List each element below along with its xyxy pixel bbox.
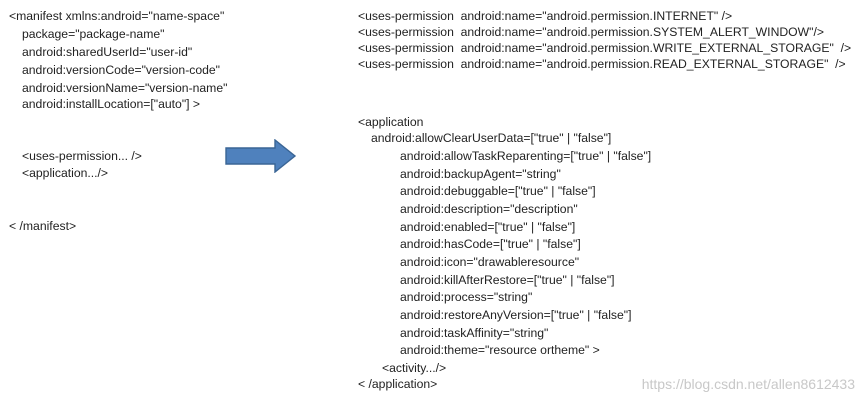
application-attribute: android:backupAgent="string" [400, 167, 561, 181]
manifest-attribute: package="package-name" [22, 27, 165, 41]
application-attribute: android:icon="drawableresource" [400, 255, 580, 269]
manifest-attribute: android:installLocation=["auto"] > [22, 97, 201, 111]
application-attribute: android:description="description" [400, 202, 578, 216]
application-open-tag: <application [358, 115, 424, 129]
application-close-tag: < /application> [358, 377, 438, 391]
manifest-close-tag: < /manifest> [9, 219, 77, 233]
manifest-attribute: android:sharedUserId="user-id" [22, 45, 193, 59]
permission-line: <uses-permission android:name="android.p… [358, 41, 852, 55]
permission-line: <uses-permission android:name="android.p… [358, 57, 846, 71]
application-attribute: android:allowTaskReparenting=["true" | "… [400, 149, 652, 163]
application-attribute: android:restoreAnyVersion=["true" | "fal… [400, 308, 632, 322]
application-attribute: android:killAfterRestore=["true" | "fals… [400, 273, 615, 287]
manifest-attribute: android:versionName="version-name" [22, 81, 228, 95]
right-arrow-icon [225, 139, 297, 173]
application-attribute: android:allowClearUserData=["true" | "fa… [371, 131, 612, 145]
application-attribute: android:debuggable=["true" | "false"] [400, 184, 596, 198]
permission-line: <uses-permission android:name="android.p… [358, 9, 733, 23]
application-attribute: android:theme="resource ortheme" > [400, 343, 600, 357]
manifest-open-tag: <manifest xmlns:android="name-space" [9, 9, 225, 23]
application-child: <application.../> [22, 166, 109, 180]
application-attribute: android:enabled=["true" | "false"] [400, 220, 576, 234]
application-attribute: android:hasCode=["true" | "false"] [400, 237, 581, 251]
manifest-attribute: android:versionCode="version-code" [22, 63, 221, 77]
watermark: https://blog.csdn.net/allen8612433 [641, 376, 855, 392]
permission-line: <uses-permission android:name="android.p… [358, 25, 824, 39]
activity-child: <activity.../> [382, 361, 447, 375]
application-attribute: android:taskAffinity="string" [400, 326, 549, 340]
application-attribute: android:process="string" [400, 290, 533, 304]
uses-permission-child: <uses-permission... /> [22, 149, 142, 163]
